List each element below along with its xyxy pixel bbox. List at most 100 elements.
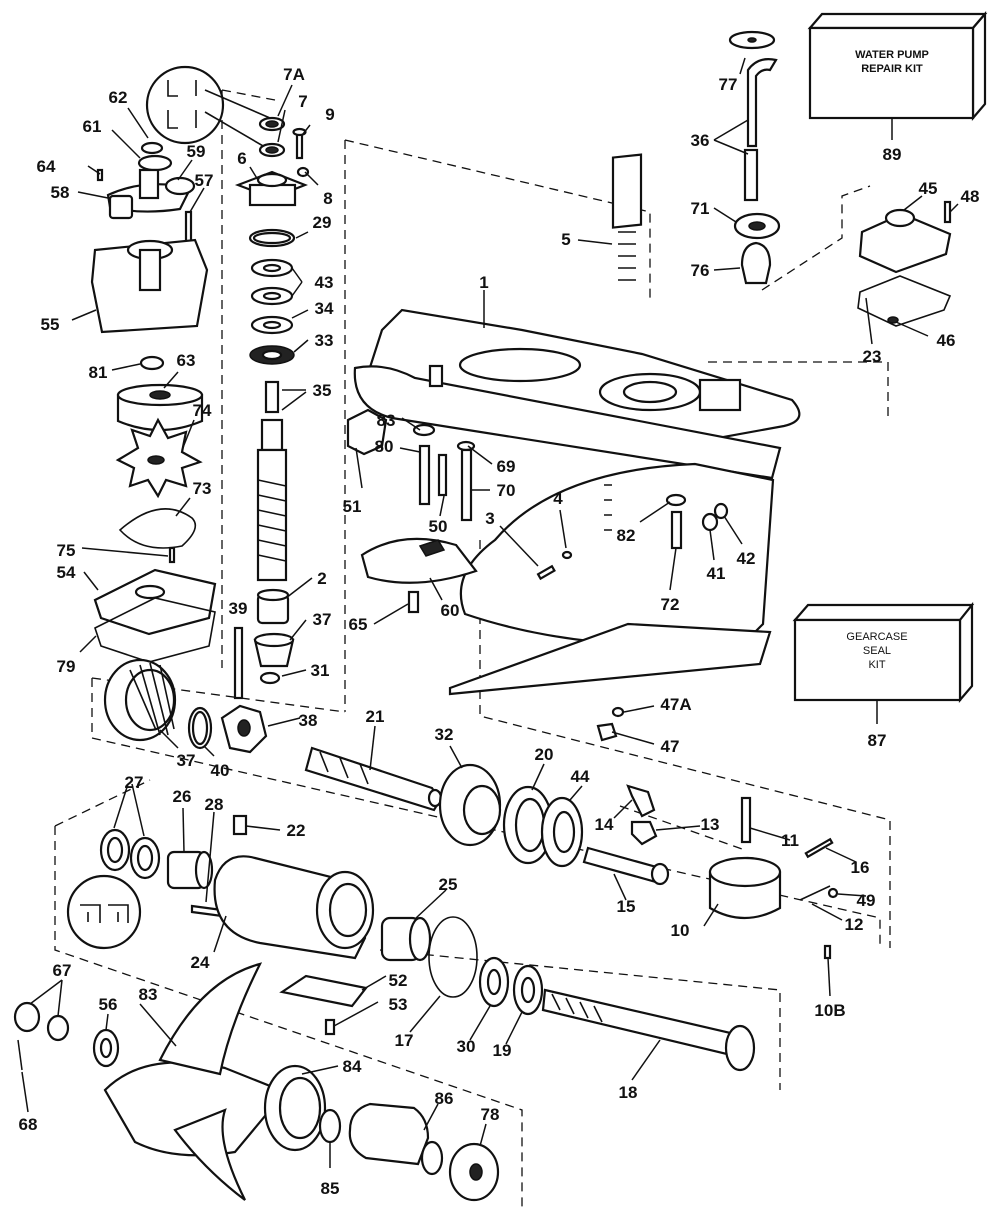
callout-45: 45 xyxy=(919,179,938,198)
callout-9: 9 xyxy=(325,105,334,124)
callout-64: 64 xyxy=(37,157,56,176)
callout-47A: 47A xyxy=(660,695,691,714)
callout-70: 70 xyxy=(497,481,516,500)
callout-81: 81 xyxy=(89,363,108,382)
callout-55: 55 xyxy=(41,315,60,334)
callout-23: 23 xyxy=(863,347,882,366)
callout-60: 60 xyxy=(441,601,460,620)
callout-69: 69 xyxy=(497,457,516,476)
callout-73: 73 xyxy=(193,479,212,498)
callout-18: 18 xyxy=(619,1083,638,1102)
callout-43: 43 xyxy=(315,273,334,292)
callout-84: 84 xyxy=(343,1057,362,1076)
callout-82: 82 xyxy=(617,526,636,545)
callout-5: 5 xyxy=(561,230,570,249)
callout-8: 8 xyxy=(323,189,332,208)
callout-56: 56 xyxy=(99,995,118,1014)
callout-86: 86 xyxy=(435,1089,454,1108)
callout-7A: 7A xyxy=(283,65,305,84)
seal-detail-circle xyxy=(145,65,225,145)
callout-19: 19 xyxy=(493,1041,512,1060)
callout-15: 15 xyxy=(617,897,636,916)
callout-53: 53 xyxy=(389,995,408,1014)
callout-52: 52 xyxy=(389,971,408,990)
callout-labels: 7A 7 9 62 61 59 64 6 8 57 58 29 43 34 33… xyxy=(19,65,980,1198)
callout-27: 27 xyxy=(125,773,144,792)
callout-33: 33 xyxy=(315,331,334,350)
callout-75: 75 xyxy=(57,541,76,560)
callout-26: 26 xyxy=(173,787,192,806)
callout-76: 76 xyxy=(691,261,710,280)
callout-24: 24 xyxy=(191,953,210,972)
callout-68: 68 xyxy=(19,1115,38,1134)
callout-35: 35 xyxy=(313,381,332,400)
callout-17: 17 xyxy=(395,1031,414,1050)
callout-83-prop: 83 xyxy=(139,985,158,1004)
callout-25: 25 xyxy=(439,875,458,894)
callout-47: 47 xyxy=(661,737,680,756)
callout-1: 1 xyxy=(479,273,488,292)
callout-13: 13 xyxy=(701,815,720,834)
callout-11: 11 xyxy=(781,831,799,850)
callout-41: 41 xyxy=(707,564,726,583)
callout-44: 44 xyxy=(571,767,590,786)
callout-38: 38 xyxy=(299,711,318,730)
callout-49: 49 xyxy=(857,891,876,910)
seal-kit-line3: KIT xyxy=(868,659,885,671)
callout-67: 67 xyxy=(53,961,72,980)
callout-14: 14 xyxy=(595,815,614,834)
callout-3: 3 xyxy=(485,509,494,528)
water-pump-kit-line2: REPAIR KIT xyxy=(861,63,923,75)
callout-85: 85 xyxy=(321,1179,340,1198)
callout-40: 40 xyxy=(211,761,230,780)
callout-80: 80 xyxy=(375,437,394,456)
callout-22: 22 xyxy=(287,821,306,840)
callout-50: 50 xyxy=(429,517,448,536)
callout-54: 54 xyxy=(57,563,76,582)
callout-37-pinion: 37 xyxy=(313,610,332,629)
callout-62: 62 xyxy=(109,88,128,107)
callout-51: 51 xyxy=(343,497,362,516)
callout-34: 34 xyxy=(315,299,334,318)
callout-10B: 10B xyxy=(814,1001,845,1020)
callout-28: 28 xyxy=(205,795,224,814)
callout-7: 7 xyxy=(298,92,307,111)
callout-39: 39 xyxy=(229,599,248,618)
leader-lines xyxy=(21,57,959,1168)
gearcase-seal-kit-box: GEARCASE SEAL KIT 87 xyxy=(792,601,975,750)
callout-59: 59 xyxy=(187,142,206,161)
callout-71: 71 xyxy=(691,199,710,218)
callout-2: 2 xyxy=(317,569,326,588)
callout-20: 20 xyxy=(535,745,554,764)
callout-31: 31 xyxy=(311,661,330,680)
parts-drawing xyxy=(13,30,952,1202)
callout-65: 65 xyxy=(349,615,368,634)
callout-79: 79 xyxy=(57,657,76,676)
callout-29: 29 xyxy=(313,213,332,232)
callout-58: 58 xyxy=(51,183,70,202)
callout-74: 74 xyxy=(193,401,212,420)
callout-72: 72 xyxy=(661,595,680,614)
callout-30: 30 xyxy=(457,1037,476,1056)
callout-37-gear: 37 xyxy=(177,751,196,770)
water-pump-kit-line1: WATER PUMP xyxy=(855,49,929,61)
callout-21: 21 xyxy=(366,707,385,726)
seal-kit-line1: GEARCASE xyxy=(846,631,907,643)
callout-78: 78 xyxy=(481,1105,500,1124)
callout-46: 46 xyxy=(937,331,956,350)
callout-4: 4 xyxy=(553,489,563,508)
callout-61: 61 xyxy=(83,117,102,136)
water-pump-kit-number: 89 xyxy=(883,145,902,164)
callout-57: 57 xyxy=(195,171,214,190)
callout-36: 36 xyxy=(691,131,710,150)
callout-77: 77 xyxy=(719,75,738,94)
callout-12: 12 xyxy=(845,915,864,934)
water-pump-kit-box: WATER PUMP REPAIR KIT 89 xyxy=(807,11,988,164)
callout-16: 16 xyxy=(851,858,870,877)
callout-10: 10 xyxy=(671,921,690,940)
callout-42: 42 xyxy=(737,549,756,568)
callout-32: 32 xyxy=(435,725,454,744)
callout-48: 48 xyxy=(961,187,980,206)
callout-63: 63 xyxy=(177,351,196,370)
